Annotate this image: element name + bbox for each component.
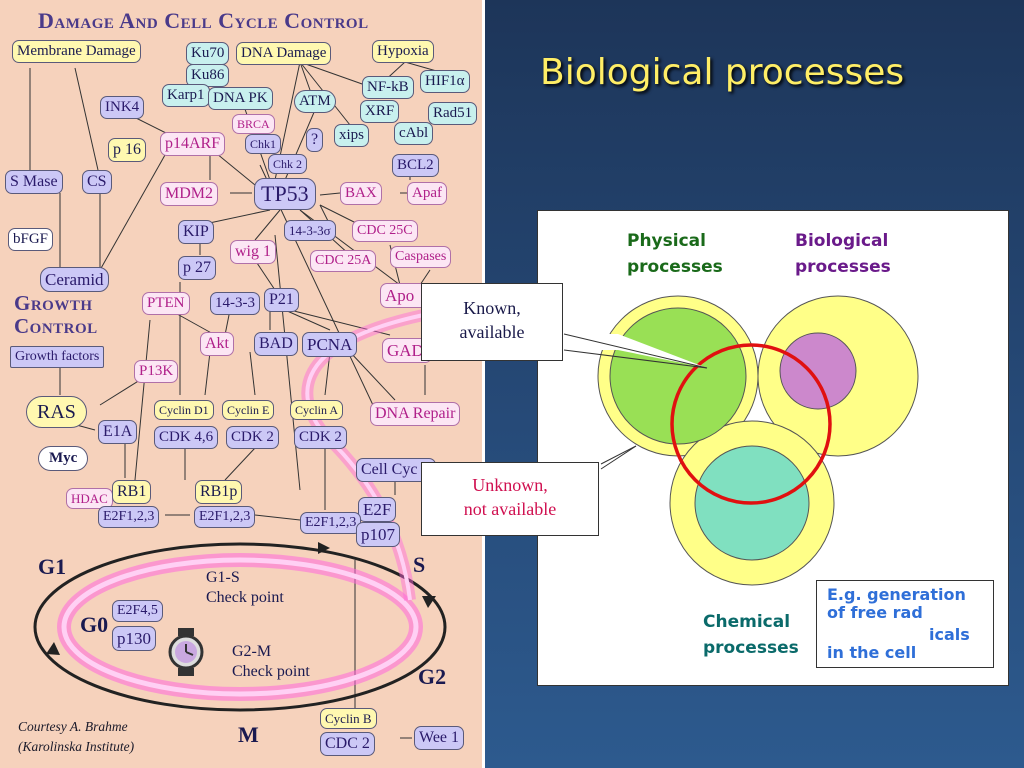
- diagram-title: Damage And Cell Cycle Control: [38, 8, 369, 33]
- node-kip: KIP: [178, 220, 214, 244]
- node-hdac: HDAC: [66, 488, 113, 509]
- node-myc: Myc: [38, 446, 89, 471]
- example-line-4: in the cell: [827, 643, 917, 662]
- node-tp53: TP53: [254, 178, 316, 210]
- node-chk2: Chk 2: [268, 154, 308, 174]
- node-p130: p130: [112, 626, 156, 651]
- node-nfkb: NF-kB: [362, 76, 414, 99]
- phase-g1: G1: [38, 554, 67, 579]
- node-rad51: Rad51: [428, 102, 478, 125]
- node-cdc25c: CDC 25C: [352, 220, 418, 242]
- node-dna-damage: DNA Damage: [236, 42, 332, 65]
- node-ku70: Ku70: [186, 42, 230, 65]
- node-e2f123-3: E2F1,2,3: [300, 512, 362, 534]
- node-ku86: Ku86: [186, 64, 230, 87]
- node-cdc2: CDC 2: [320, 732, 375, 756]
- node-apaf: Apaf: [407, 182, 447, 205]
- node-wee1: Wee 1: [414, 726, 465, 750]
- node-membrane-damage: Membrane Damage: [12, 40, 141, 63]
- node-hypoxia: Hypoxia: [372, 40, 434, 63]
- node-growth-factors: Growth factors: [10, 346, 105, 368]
- phase-g0: G0: [80, 612, 109, 637]
- node-xips: xips: [334, 124, 370, 147]
- stopwatch-icon: [168, 628, 204, 676]
- example-free-radicals-box: E.g. generation of free rad icals in the…: [816, 580, 994, 668]
- example-line-3: icals: [929, 625, 970, 644]
- node-bcl2: BCL2: [392, 154, 439, 177]
- phase-m: M: [238, 722, 259, 747]
- node-wig1: wig 1: [230, 240, 276, 264]
- node-cyclin-e: Cyclin E: [222, 400, 275, 420]
- node-14-3-3: 14-3-3: [210, 292, 260, 315]
- node-e2f123-1: E2F1,2,3: [98, 506, 160, 528]
- node-caspases: Caspases: [390, 246, 452, 268]
- node-karp1: Karp1: [162, 84, 210, 107]
- phase-g2: G2: [418, 664, 447, 689]
- node-p21: P21: [264, 288, 299, 312]
- node-question: ?: [306, 128, 324, 152]
- node-cyclin-d1: Cyclin D1: [154, 400, 214, 420]
- node-rb1: RB1: [112, 480, 152, 504]
- node-bad: BAD: [254, 332, 298, 356]
- venn-shapes: [563, 295, 919, 586]
- node-pcna: PCNA: [302, 332, 358, 357]
- node-cabl: cAbl: [394, 122, 434, 145]
- phase-s: S: [413, 552, 426, 577]
- node-dna-pk: DNA PK: [208, 87, 273, 110]
- node-cyclin-a: Cyclin A: [290, 400, 344, 420]
- example-line-2: of free rad: [827, 603, 923, 622]
- node-cyclin-b: Cyclin B: [320, 708, 377, 729]
- node-p107: p107: [356, 522, 400, 547]
- known-available-callout: Known,available: [421, 283, 563, 361]
- node-bax: BAX: [340, 182, 382, 205]
- node-p16: p 16: [108, 138, 146, 162]
- node-cs: CS: [82, 170, 112, 194]
- node-chk1: Chk1: [245, 134, 282, 154]
- node-ceramid: Ceramid: [40, 267, 109, 292]
- node-p14arf: p14ARF: [160, 132, 226, 156]
- node-mdm2: MDM2: [160, 182, 219, 206]
- node-hif1a: HIF1α: [420, 70, 470, 93]
- node-rb1p: RB1p: [195, 480, 243, 504]
- courtesy-credit: Courtesy A. Brahme(Karolinska Institute): [18, 719, 135, 754]
- example-line-1: E.g. generation: [827, 585, 966, 604]
- node-p13k: P13K: [134, 360, 179, 383]
- node-bfgf: bFGF: [8, 228, 54, 251]
- node-ras: RAS: [26, 396, 87, 428]
- node-pten: PTEN: [142, 292, 190, 315]
- node-ink4: INK4: [100, 96, 145, 119]
- node-e1a: E1A: [98, 420, 138, 444]
- node-14-3-3-sigma: 14-3-3σ: [284, 220, 336, 241]
- node-p27: p 27: [178, 256, 216, 280]
- node-xrf: XRF: [360, 100, 400, 123]
- unknown-callout: Unknown,not available: [421, 462, 599, 536]
- node-cdc25a: CDC 25A: [310, 250, 377, 272]
- node-brca: BRCA: [232, 114, 275, 134]
- node-e2f: E2F: [358, 497, 397, 522]
- node-e2f123-2: E2F1,2,3: [194, 506, 256, 528]
- node-cdk46: CDK 4,6: [154, 426, 219, 449]
- slide-title: Biological processes: [540, 52, 905, 93]
- node-dna-repair: DNA Repair: [370, 402, 461, 426]
- node-s-mase: S Mase: [5, 170, 63, 194]
- node-cdk2-e: CDK 2: [226, 426, 279, 449]
- node-akt: Akt: [200, 332, 234, 356]
- node-cdk2-a: CDK 2: [294, 426, 347, 449]
- node-e2f45: E2F4,5: [112, 600, 163, 622]
- node-atm: ATM: [294, 90, 336, 113]
